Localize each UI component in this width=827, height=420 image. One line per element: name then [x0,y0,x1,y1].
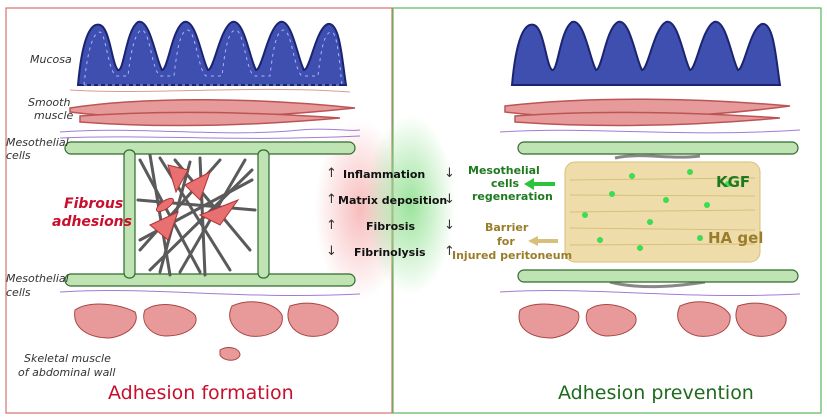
inflammation-left-arrow: ↑ [326,166,337,181]
fibrinolysis-left-arrow: ↓ [326,244,337,259]
label-smooth-muscle-2: muscle [34,109,74,122]
fibrinolysis-right-arrow: ↑ [444,244,455,259]
label-skeletal-2: of abdominal wall [18,366,116,379]
left-fibroblasts [149,164,240,241]
right-ha-gel [564,161,761,263]
fibrosis-left-arrow: ↑ [326,218,337,233]
left-connective-top2 [59,135,361,139]
label-barrier-1: Barrier [485,221,529,234]
right-smooth-muscle [504,98,791,127]
left-fibrous-mesh [136,153,257,277]
label-mesothelial-top-2: cells [6,149,31,162]
right-residual-fiber-bottom [609,280,706,289]
left-submucosa-line [69,88,351,93]
matrix-right-arrow: ↓ [444,192,455,207]
inflammation-right-arrow: ↓ [444,166,455,181]
right-skeletal-muscle [518,301,787,339]
process-inflammation: Inflammation [343,168,426,181]
left-connective-bottom [59,289,361,297]
label-fibrous-1: Fibrous [64,196,124,212]
right-mesothelial-top [517,141,799,155]
left-adhesion-wall-right [257,149,270,279]
label-ha-gel: HA gel [708,229,764,247]
title-adhesion-prevention: Adhesion prevention [558,382,754,404]
right-kgf-dots [582,169,731,251]
title-adhesion-formation: Adhesion formation [108,382,294,404]
fibrosis-right-arrow: ↓ [444,218,455,233]
center-green-glow [365,115,455,295]
left-skeletal-muscle [74,301,339,361]
barrier-arrowhead [528,236,538,246]
left-mesothelial-bottom [64,273,356,287]
left-smooth-muscle [69,98,356,127]
left-connective-top [59,128,361,134]
label-regen-3: regeneration [472,190,553,203]
regeneration-arrowhead [524,178,534,190]
label-mesothelial-bottom-2: cells [6,286,31,299]
label-mesothelial-top-1: Mesothelial [6,136,69,149]
right-connective-top [499,129,801,134]
process-fibrosis: Fibrosis [366,220,416,233]
right-residual-fiber-top [614,154,701,160]
label-fibrous-2: adhesions [52,214,132,230]
left-mucosa [76,20,348,86]
right-connective-bottom [499,289,801,297]
left-mesothelial-top [64,141,356,155]
label-regen-1: Mesothelial [468,164,540,177]
label-mesothelial-bottom-1: Mesothelial [6,272,69,285]
matrix-left-arrow: ↑ [326,192,337,207]
right-mucosa [510,20,782,86]
label-smooth-muscle-1: Smooth [28,96,71,109]
label-barrier-2: for [497,235,515,248]
label-kgf: KGF [716,173,751,191]
right-mesothelial-bottom [517,269,799,283]
left-adhesion-wall-left [123,149,136,279]
process-matrix-deposition: Matrix deposition [338,194,448,207]
process-fibrinolysis: Fibrinolysis [354,246,426,259]
label-mucosa: Mucosa [30,53,72,66]
label-barrier-3: Injured peritoneum [452,249,573,262]
label-regen-2: cells [491,177,520,190]
label-skeletal-1: Skeletal muscle [24,352,111,365]
